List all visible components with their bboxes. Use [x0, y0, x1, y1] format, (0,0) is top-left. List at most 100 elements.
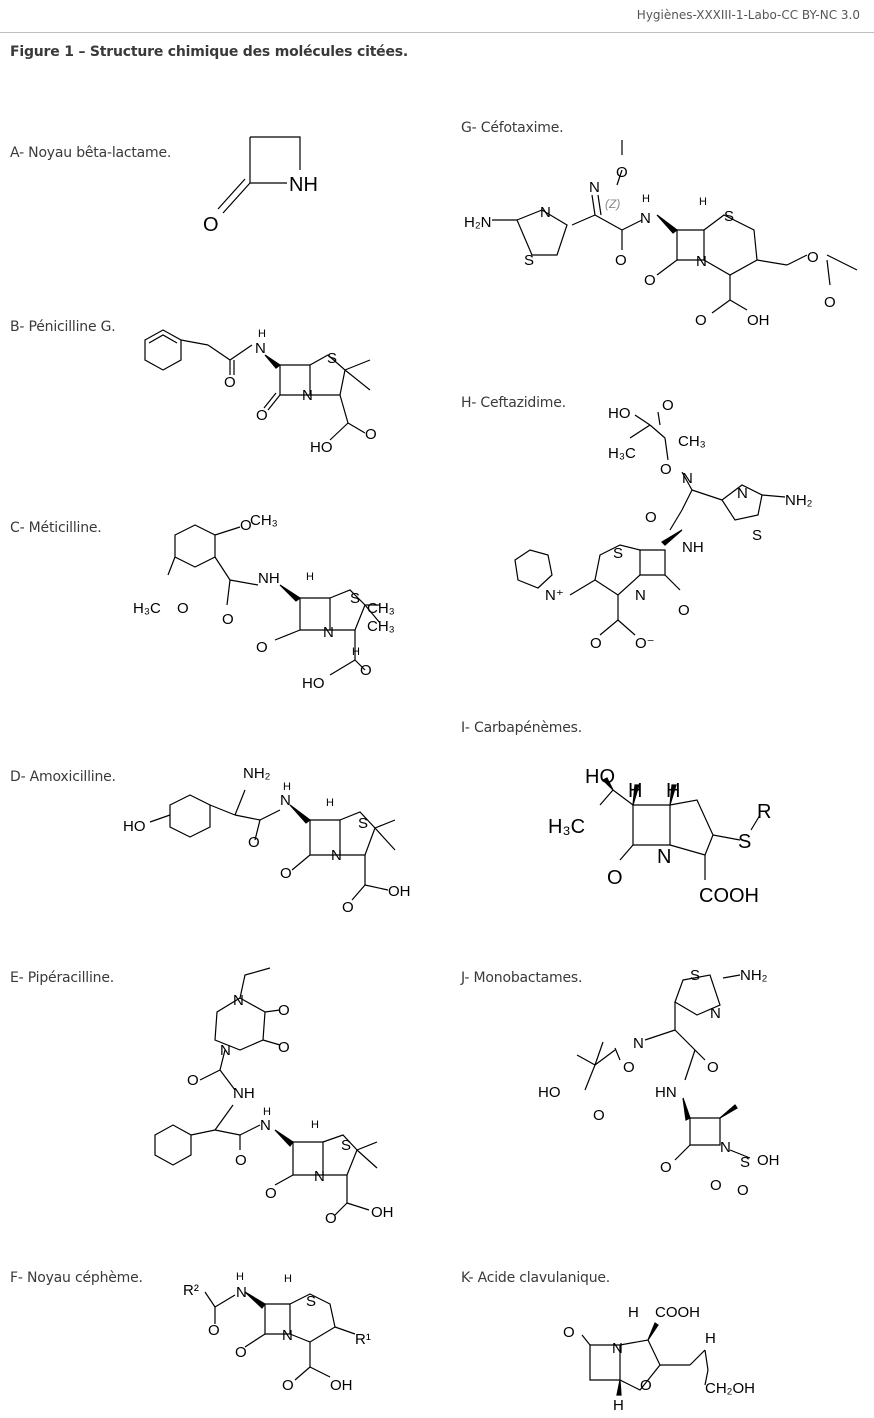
atom-label: HO [123, 818, 146, 835]
atom-label: O [640, 1377, 652, 1394]
atom-label: N [682, 470, 693, 487]
atom-label: O [240, 517, 252, 534]
atom-label: N [220, 1042, 231, 1059]
atom-label: S [306, 1293, 316, 1310]
atom-label: H [666, 780, 680, 802]
atom-label: R² [183, 1282, 199, 1299]
panel-label-j: J- Monobactames. [461, 970, 583, 986]
atom-label: O [203, 214, 219, 235]
atom-label: N [331, 847, 342, 864]
atom-label: H [311, 1119, 319, 1131]
atom-label: O [342, 899, 354, 915]
atom-label: N [282, 1327, 293, 1344]
atom-label: N [302, 387, 313, 404]
atom-label: S [752, 527, 762, 544]
panel-label-d: D- Amoxicilline. [10, 769, 116, 785]
structure-piperacillin: N O O N O NH N H O H S N O O OH [154, 967, 394, 1225]
atom-label: O [256, 407, 268, 424]
atom-label: CH₃ [367, 600, 395, 617]
atom-label: O [616, 164, 628, 181]
structure-ceftazidime: HO O H₃C CH₃ O N N NH₂ S O NH S N O N⁺ O… [514, 397, 813, 652]
atom-label: N [657, 846, 671, 868]
panel-label-b: B- Pénicilline G. [10, 319, 116, 335]
atom-label: O [615, 252, 627, 269]
atom-label: H [284, 1273, 292, 1285]
atom-label: OH [757, 1152, 780, 1169]
structure-methicillin: CH₃ O H₃C O O NH H S N CH₃ CH₃ O H HO O [133, 512, 395, 692]
structure-clavulanic-acid: O H COOH N H O CH₂OH H [563, 1304, 755, 1414]
atom-label: O [695, 312, 707, 329]
atom-label: HO [608, 405, 631, 422]
atom-label: O [256, 639, 268, 656]
atom-label: HO [310, 439, 333, 456]
structure-cefotaxime: O N (Z) H₂N N S O N H H S N O O O O OH [464, 140, 858, 329]
atom-label: O [563, 1324, 575, 1341]
atom-label: H [705, 1330, 716, 1347]
atom-label: N [323, 624, 334, 641]
atom-label: CH₃ [250, 512, 278, 529]
atom-label: S [740, 1154, 750, 1171]
atom-label: CH₂OH [705, 1380, 755, 1397]
atom-label: NH [682, 539, 704, 556]
panel-label-f: F- Noyau céphème. [10, 1270, 143, 1286]
atom-label: NH [233, 1085, 255, 1102]
panel-label-h: H- Ceftazidime. [461, 395, 566, 411]
atom-label: NH [289, 174, 318, 196]
citation-header: Hygiènes-XXXIII-1-Labo-CC BY-NC 3.0 [636, 8, 860, 22]
atom-label: S [358, 815, 368, 832]
atom-label: N [612, 1340, 623, 1357]
atom-label: O [224, 374, 236, 391]
atom-label: H [352, 646, 360, 658]
atom-label: HO [585, 766, 615, 788]
atom-label: N [635, 587, 646, 604]
atom-label: CH₃ [678, 433, 706, 450]
atom-label: O [325, 1210, 337, 1225]
atom-label: N [720, 1139, 731, 1156]
atom-label: (Z) [605, 197, 620, 211]
atom-label: H₃C [133, 600, 161, 617]
atom-label: O [208, 1322, 220, 1339]
atom-label: N [260, 1117, 271, 1134]
atom-label: R¹ [355, 1331, 371, 1348]
header-divider [0, 32, 874, 33]
atom-label: H [283, 781, 291, 793]
atom-label: H [263, 1106, 271, 1118]
atom-label: HO [538, 1084, 561, 1101]
atom-label: O [177, 600, 189, 617]
atom-label: O [737, 1182, 749, 1199]
atom-label: O [278, 1002, 290, 1019]
atom-label: N [589, 179, 600, 196]
atom-label: OH [371, 1204, 394, 1221]
atom-label: O [710, 1177, 722, 1194]
atom-label: N [737, 485, 748, 502]
atom-label: O [807, 249, 819, 266]
atom-label: O [222, 611, 234, 628]
atom-label: N [233, 992, 244, 1009]
atom-label: O [824, 294, 836, 311]
atom-label: OH [330, 1377, 353, 1394]
atom-label: O [278, 1039, 290, 1056]
atom-label: NH₂ [740, 967, 768, 984]
atom-label: O [360, 662, 372, 679]
atom-label: OH [388, 883, 411, 900]
panel-label-c: C- Méticilline. [10, 520, 102, 536]
atom-label: S [524, 252, 534, 269]
structure-carbapenem: HO H₃C H H N O S R COOH [548, 766, 771, 907]
atom-label: S [613, 545, 623, 562]
structure-penicillin-g: H N S N O O O HO [144, 328, 377, 456]
structure-amoxicillin: HO NH₂ N H O H S N O O OH [123, 765, 411, 915]
atom-label: S [690, 967, 700, 984]
atom-label: H₃C [548, 816, 585, 838]
atom-label: R [757, 801, 771, 823]
atom-label: S [738, 831, 751, 853]
atom-label: S [327, 350, 337, 367]
atom-label: O [280, 865, 292, 882]
atom-label: O [593, 1107, 605, 1124]
atom-label: H [628, 780, 642, 802]
atom-label: O [623, 1059, 635, 1076]
structure-cephem-nucleus: R² O N H H S N O R¹ O OH [183, 1271, 371, 1394]
atom-label: N [280, 792, 291, 809]
atom-label: COOH [699, 885, 759, 907]
atom-label: N [696, 253, 707, 270]
atom-label: H₃C [608, 445, 636, 462]
